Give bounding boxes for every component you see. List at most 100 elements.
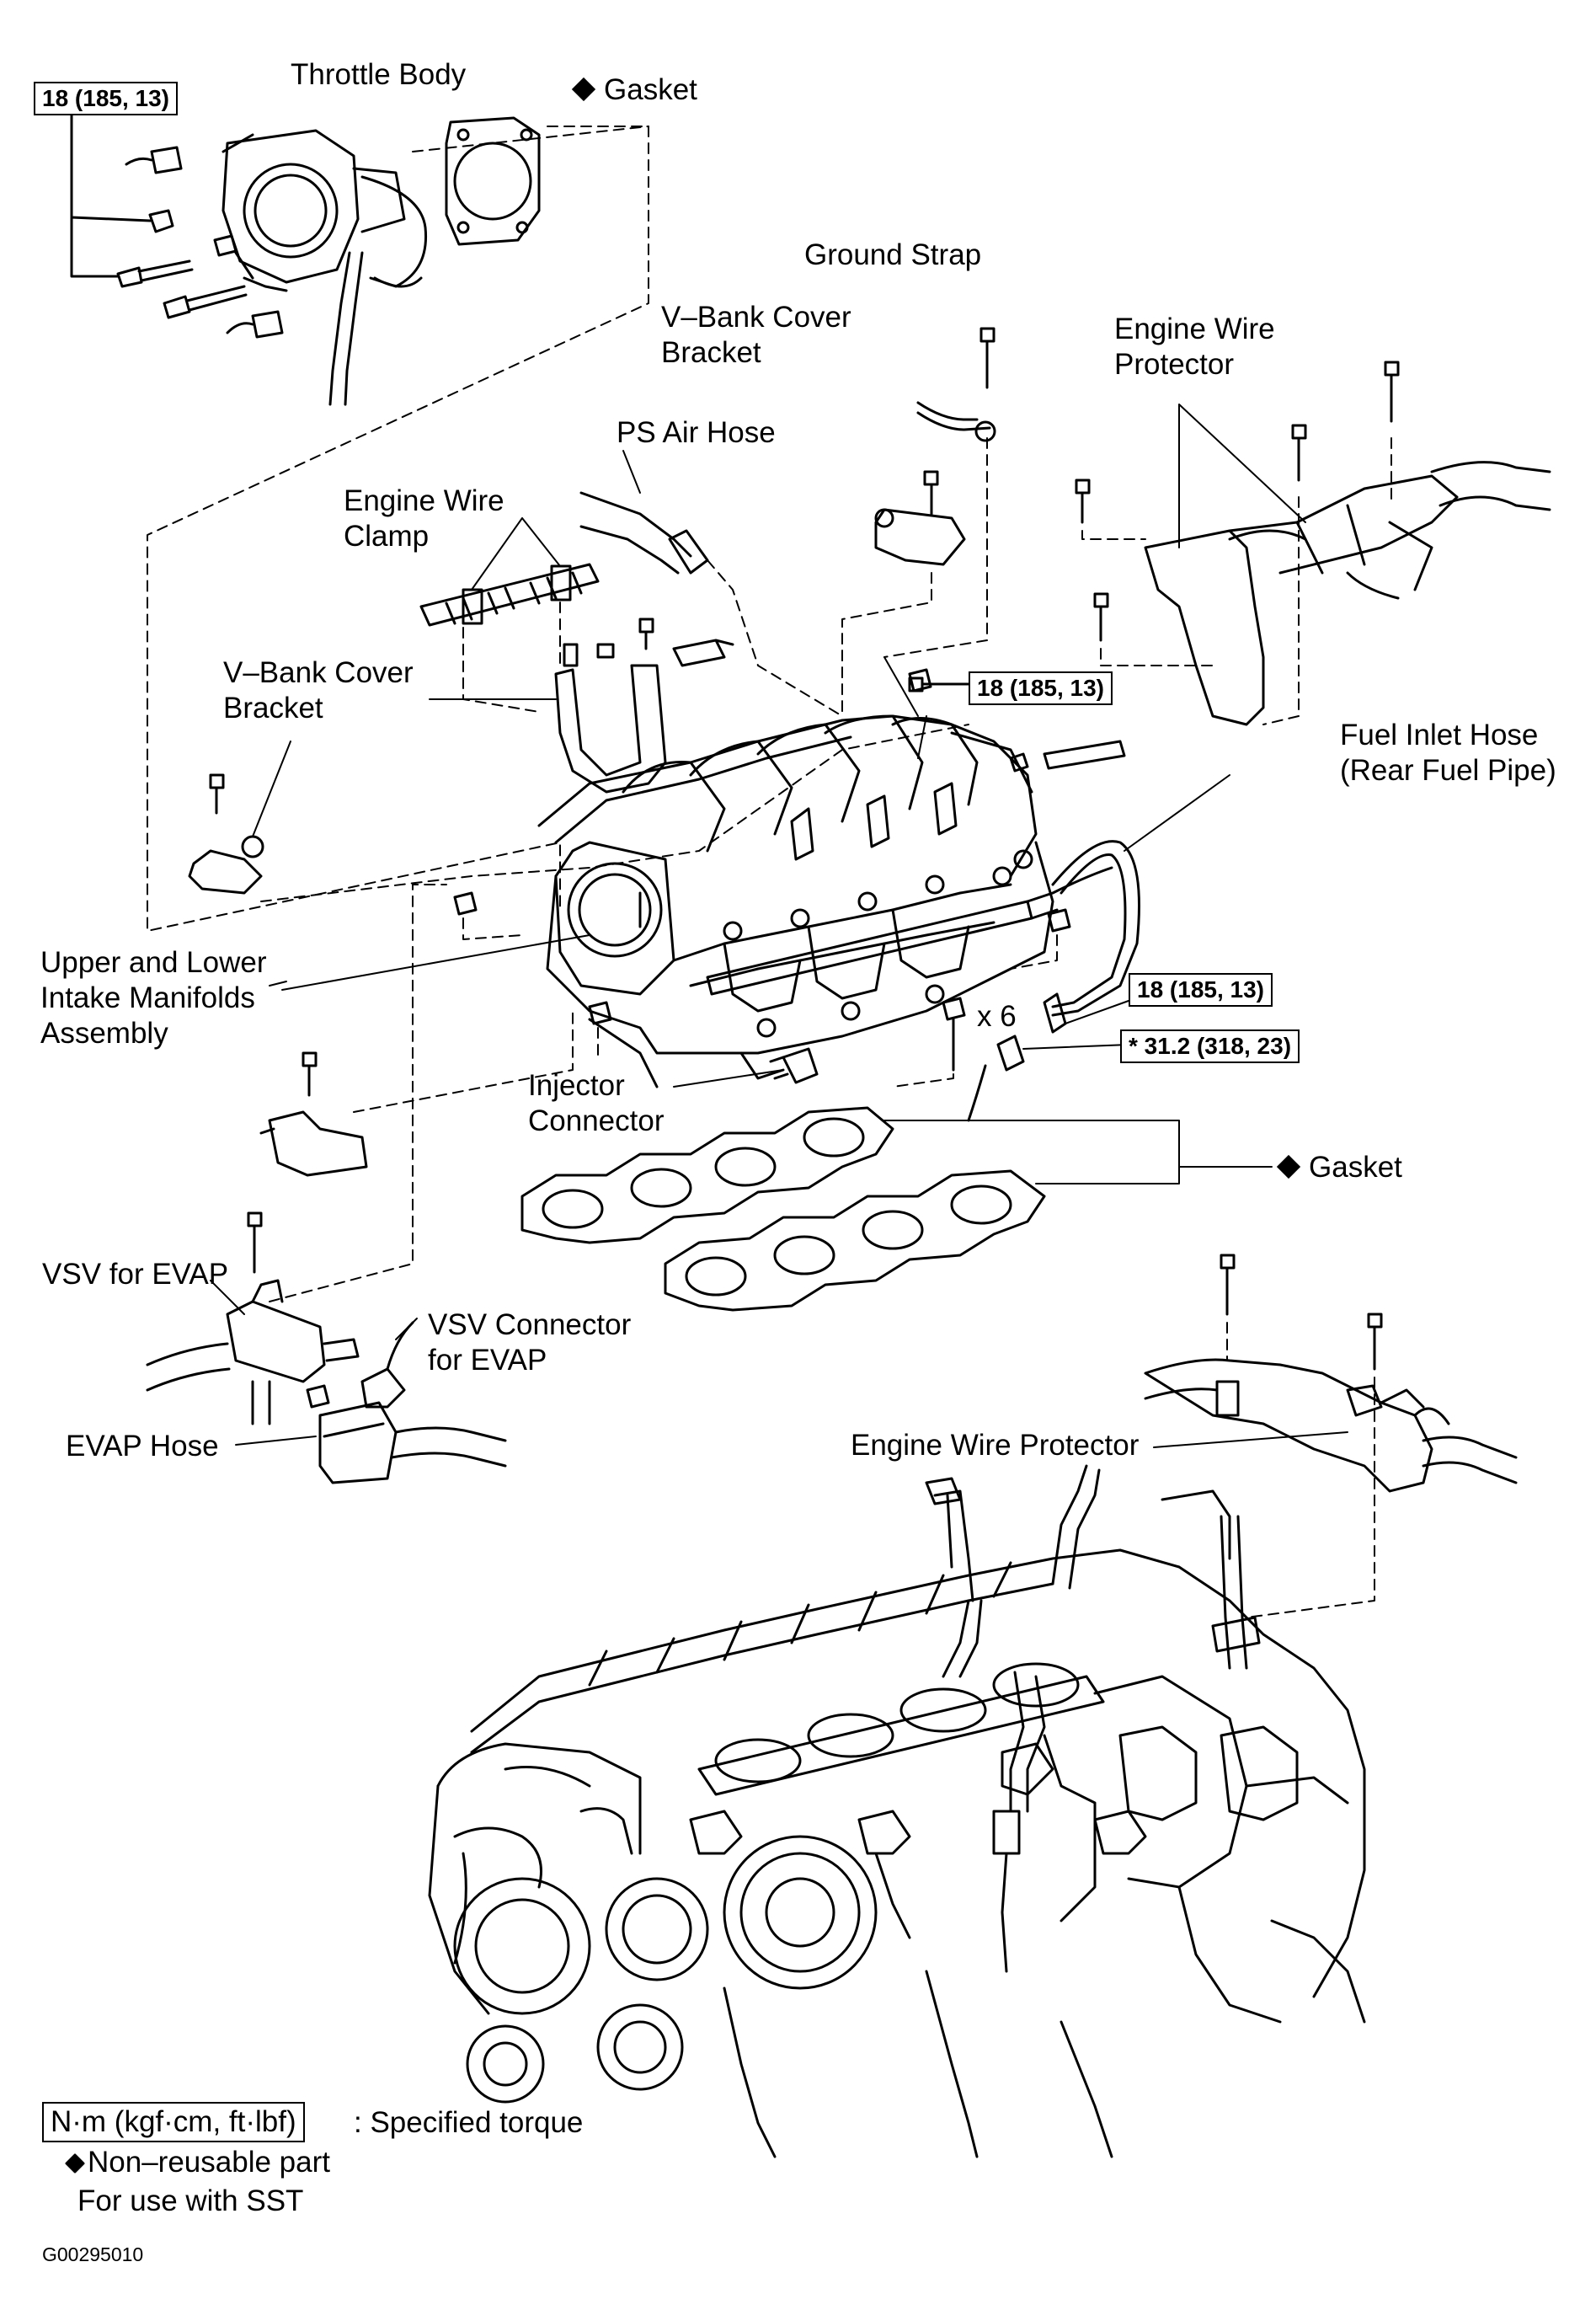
label-throttle-body: Throttle Body	[291, 57, 466, 93]
leader-wire-clamp	[471, 517, 561, 591]
vsv-connector-drawing	[360, 1321, 414, 1409]
leader-protector-lower	[1153, 1431, 1348, 1448]
label-line: (Rear Fuel Pipe)	[1340, 754, 1556, 787]
label-line: Assembly	[40, 1017, 168, 1050]
legend-torque-unit: N·m (kgf·cm, ft·lbf)	[42, 2102, 305, 2142]
leader-vsv-connector	[395, 1318, 418, 1340]
dashed-guide-left	[260, 724, 969, 902]
ps-air-hose-drawing	[579, 491, 709, 575]
label-text: Engine Wire Protector	[851, 1429, 1140, 1462]
label-engine-wire-protector-upper: Engine Wire Protector	[1114, 312, 1275, 382]
throttle-fasteners	[116, 209, 248, 319]
vbank-bracket-left-drawing	[188, 773, 264, 895]
engine-wire-clamp-drawing	[419, 563, 600, 627]
leader-gasket-middle	[883, 1120, 1273, 1184]
leader-intake-manifold-end	[269, 981, 287, 987]
label-line: VSV Connector	[428, 1308, 632, 1341]
label-vbank-cover-bracket-upper: V–Bank Cover Bracket	[661, 300, 851, 371]
ground-strap-drawing	[874, 327, 996, 566]
label-fuel-inlet-hose: Fuel Inlet Hose (Rear Fuel Pipe)	[1340, 718, 1556, 789]
label-text: PS Air Hose	[617, 416, 776, 449]
torque-box-throttle: 18 (185, 13)	[34, 82, 178, 115]
label-line: V–Bank Cover	[223, 656, 414, 689]
label-line: Bracket	[223, 692, 323, 725]
dashed-guide-strap	[883, 437, 988, 658]
torque-box-fuel-pipe-sst: * 31.2 (318, 23)	[1120, 1029, 1300, 1063]
torque-box-manifold: 18 (185, 13)	[969, 671, 1113, 705]
dashed-guide-protector-lower	[1226, 1322, 1375, 1618]
leader-evap-hose	[235, 1436, 317, 1446]
label-ps-air-hose: PS Air Hose	[617, 415, 776, 451]
dashed-guide-lower-bracket	[353, 1010, 574, 1113]
manifold-bolt-x6	[942, 997, 966, 1072]
label-text: VSV for EVAP	[42, 1258, 229, 1291]
label-line: Fuel Inlet Hose	[1340, 719, 1539, 751]
label-text: EVAP Hose	[66, 1430, 219, 1462]
lower-bracket-drawing	[259, 1051, 368, 1177]
label-line: Bracket	[661, 336, 761, 369]
legend-nonreusable: Non–reusable part	[88, 2145, 330, 2180]
evap-hose-drawing	[306, 1384, 507, 1484]
label-line: Connector	[528, 1104, 665, 1137]
vbank-bracket-bolts	[596, 618, 654, 659]
label-vbank-cover-bracket-lower: V–Bank Cover Bracket	[223, 655, 414, 726]
dashed-guide-ground	[841, 572, 932, 717]
legend-text: Non–reusable part	[88, 2146, 330, 2179]
dashed-guide-protector2	[1081, 530, 1214, 666]
label-vsv-for-evap: VSV for EVAP	[42, 1257, 228, 1292]
injector-connector-drawing	[769, 1047, 819, 1084]
label-vsv-connector: VSV Connector for EVAP	[428, 1307, 631, 1378]
legend-text: : Specified torque	[354, 2106, 584, 2139]
leader-ps-hose	[622, 450, 641, 494]
figure-code: G00295010	[42, 2243, 143, 2266]
label-line: Engine Wire	[344, 484, 504, 517]
intake-manifold-drawing	[537, 714, 1113, 1088]
label-line: Upper and Lower	[40, 946, 267, 979]
label-line: V–Bank Cover	[661, 301, 851, 334]
label-gasket-middle: Gasket	[1276, 1150, 1402, 1185]
fuel-inlet-hose-drawing	[967, 840, 1140, 1122]
leader-injector	[673, 1069, 784, 1088]
diamond-icon	[65, 2153, 85, 2174]
label-text: Gasket	[604, 73, 697, 106]
dashed-guide-gasket	[412, 126, 649, 152]
engine-wire-protector-upper-drawing	[1144, 461, 1551, 726]
torque-value: 18 (185, 13)	[42, 85, 169, 111]
label-line: Clamp	[344, 520, 430, 553]
torque-value: 18 (185, 13)	[1137, 976, 1264, 1003]
diamond-icon	[1276, 1154, 1301, 1179]
torque-leader-throttle	[70, 108, 152, 278]
label-x6: x 6	[977, 999, 1017, 1035]
label-text: Gasket	[1309, 1151, 1402, 1184]
engine-block-drawing	[428, 1464, 1366, 2158]
torque-box-fuel-pipe: 18 (185, 13)	[1129, 973, 1273, 1007]
leader-intake-manifold	[281, 934, 590, 991]
label-evap-hose: EVAP Hose	[66, 1429, 219, 1464]
vbank-bracket-lower-drawing	[554, 639, 734, 794]
legend-torque-unit-text: N·m (kgf·cm, ft·lbf)	[51, 2105, 296, 2138]
label-line: Injector	[528, 1069, 625, 1102]
intake-gasket-upper-drawing	[520, 1106, 894, 1244]
leader-vsv	[210, 1280, 245, 1315]
leader-protector-upper	[1178, 404, 1306, 548]
label-intake-manifolds: Upper and Lower Intake Manifolds Assembl…	[40, 945, 267, 1051]
dashed-guide-nuts	[462, 917, 599, 1062]
manifold-nut	[908, 668, 932, 692]
label-text: Ground Strap	[804, 238, 982, 271]
throttle-body-drawing	[125, 129, 428, 406]
label-line: Engine Wire	[1114, 313, 1275, 345]
label-line: for EVAP	[428, 1344, 547, 1377]
label-engine-wire-protector-lower: Engine Wire Protector	[851, 1428, 1139, 1463]
legend-sst: For use with SST	[77, 2184, 303, 2219]
leader-manifold-bracket	[883, 656, 927, 759]
figure-code-text: G00295010	[42, 2243, 144, 2265]
protector-bolts-upper	[1075, 361, 1400, 642]
label-line: Intake Manifolds	[40, 981, 255, 1014]
vsv-evap-drawing	[146, 1211, 360, 1425]
leader-vbank-left	[252, 741, 291, 837]
label-engine-wire-clamp: Engine Wire Clamp	[344, 484, 504, 554]
torque-value: 18 (185, 13)	[977, 675, 1104, 701]
label-text: Throttle Body	[291, 58, 467, 91]
label-ground-strap: Ground Strap	[804, 238, 981, 273]
